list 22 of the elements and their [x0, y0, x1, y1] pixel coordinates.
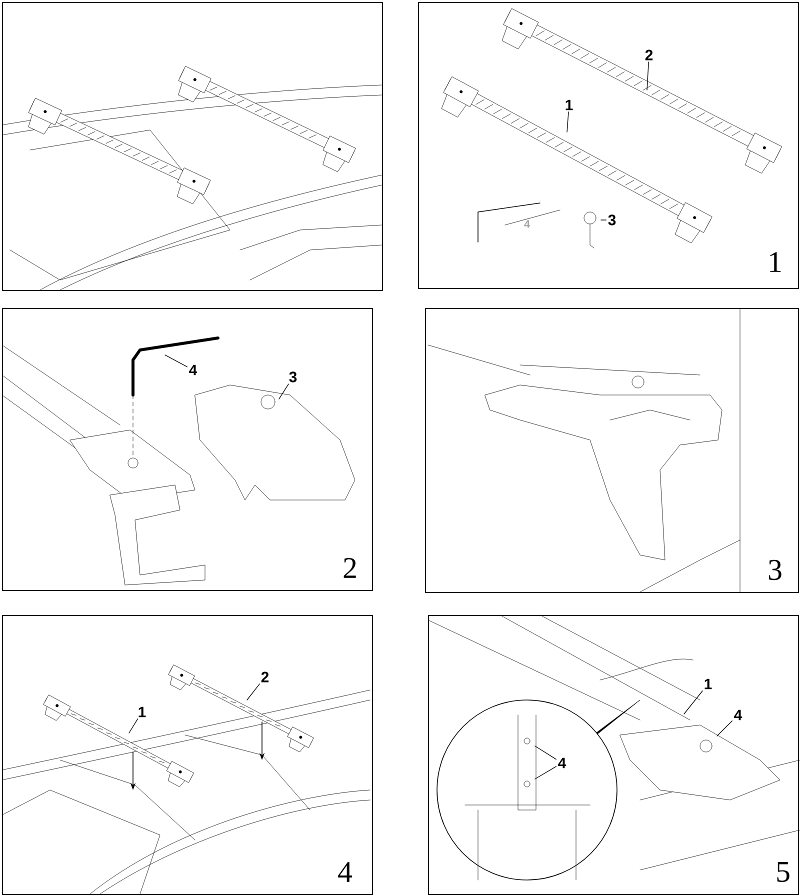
- leader-line: [246, 684, 260, 700]
- callout-number: 1: [702, 677, 714, 691]
- callout-number: 1: [136, 705, 148, 719]
- callout-number: 4: [524, 220, 530, 228]
- panel: 3: [425, 308, 799, 593]
- leader-line: [566, 112, 569, 132]
- leader-line: [278, 384, 289, 400]
- leader-line: [684, 690, 703, 714]
- callout-number: 3: [606, 213, 618, 227]
- leader-line: [534, 766, 556, 780]
- callout-number: 2: [259, 670, 271, 684]
- callout-number: 1: [563, 98, 575, 112]
- leader-line: [716, 720, 732, 736]
- leader-line: [534, 746, 556, 760]
- leader-line: [646, 62, 649, 90]
- panel: [2, 2, 383, 291]
- leader-line: [164, 354, 188, 368]
- callout-number: 2: [643, 48, 655, 62]
- callout-number: 3: [287, 370, 299, 384]
- callout-number: 4: [732, 708, 744, 722]
- callout-number: 4: [187, 363, 199, 377]
- leader-line: [128, 718, 138, 734]
